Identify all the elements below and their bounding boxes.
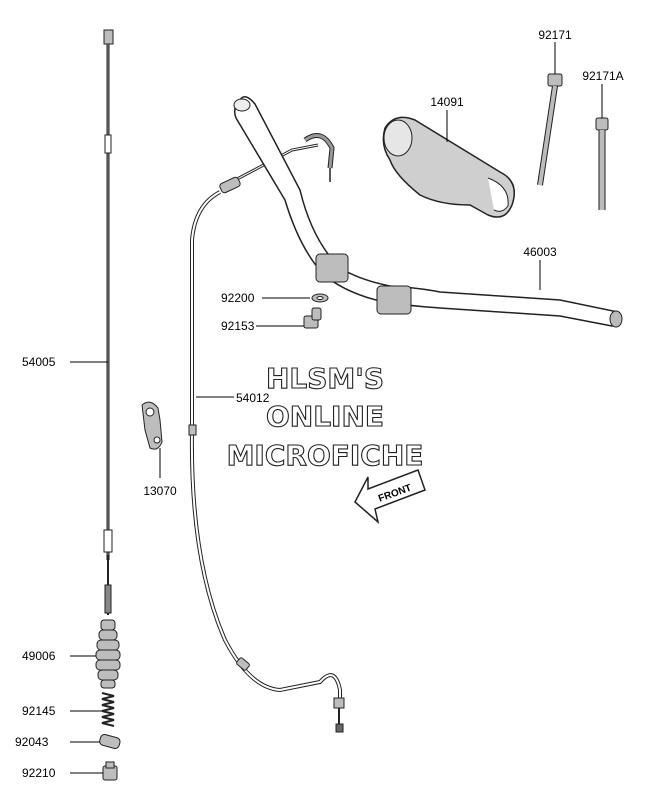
part-54012-cable — [188, 133, 345, 733]
part-54005-cable — [103, 29, 114, 615]
label-46003: 46003 — [523, 245, 557, 259]
front-arrow: FRONT — [354, 469, 426, 525]
part-92043-pin — [99, 733, 121, 749]
watermark-line-3: MICROFICHE — [227, 439, 424, 472]
label-54012: 54012 — [236, 391, 270, 405]
label-92200: 92200 — [221, 291, 255, 305]
label-92043: 92043 — [15, 735, 49, 749]
part-92200-washer — [311, 293, 329, 303]
part-14091-pad — [382, 116, 515, 218]
watermark-line-2: ONLINE — [266, 400, 384, 433]
label-13070: 13070 — [143, 484, 177, 498]
label-92153: 92153 — [221, 319, 255, 333]
part-92210-nut — [102, 761, 118, 781]
label-54005: 54005 — [22, 355, 56, 369]
label-92145: 92145 — [22, 704, 56, 718]
label-49006: 49006 — [22, 649, 56, 663]
leader-lines — [70, 42, 603, 774]
label-92210: 92210 — [22, 766, 56, 780]
part-92153-bolt — [303, 307, 322, 329]
part-49006-boot — [95, 619, 121, 689]
label-92171: 92171 — [538, 28, 572, 42]
part-13070-bracket — [141, 401, 163, 450]
label-92171A: 92171A — [582, 69, 623, 83]
part-92171A-band — [595, 117, 609, 210]
part-92171-band — [537, 73, 563, 186]
part-46003-handlebar — [233, 96, 623, 328]
label-14091: 14091 — [430, 95, 464, 109]
watermark-line-1: HLSM'S — [266, 362, 384, 395]
part-92145-spring — [101, 692, 115, 727]
